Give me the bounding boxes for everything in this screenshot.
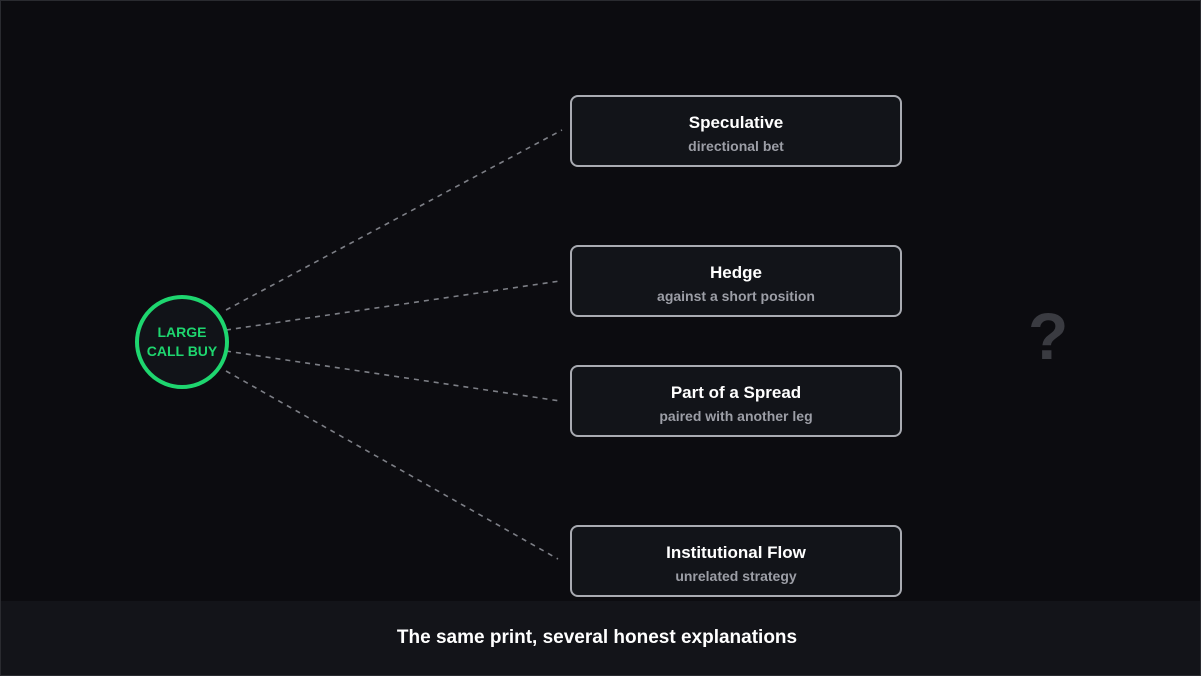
explanation-box-institutional: Institutional Flow unrelated strategy: [570, 525, 902, 597]
explanation-subtitle: paired with another leg: [659, 408, 813, 424]
explanation-title: Hedge: [710, 263, 762, 282]
explanation-subtitle: directional bet: [688, 138, 784, 154]
question-mark-icon: ?: [1028, 299, 1069, 373]
explanation-box-hedge: Hedge against a short position: [570, 245, 902, 317]
explanation-subtitle: against a short position: [657, 288, 815, 304]
explanation-box-speculative: Speculative directional bet: [570, 95, 902, 167]
connector-institutional: [225, 370, 559, 560]
explanation-box-spread: Part of a Spread paired with another leg: [570, 365, 902, 437]
explanation-title: Speculative: [688, 113, 784, 132]
large-call-buy-node: LARGE CALL BUY: [135, 295, 229, 389]
hub-label-line2: CALL BUY: [146, 343, 218, 359]
explanation-title: Part of a Spread: [670, 383, 802, 402]
explanation-subtitle: unrelated strategy: [675, 568, 797, 584]
hub-label-line1: LARGE: [157, 324, 207, 340]
caption-bar: The same print, several honest explanati…: [1, 601, 1200, 675]
explanation-title: Institutional Flow: [666, 543, 806, 562]
caption-text: The same print, several honest explanati…: [396, 627, 798, 648]
connector-spread: [225, 350, 561, 402]
connector-hedge: [225, 280, 561, 331]
connector-speculative: [225, 129, 563, 311]
